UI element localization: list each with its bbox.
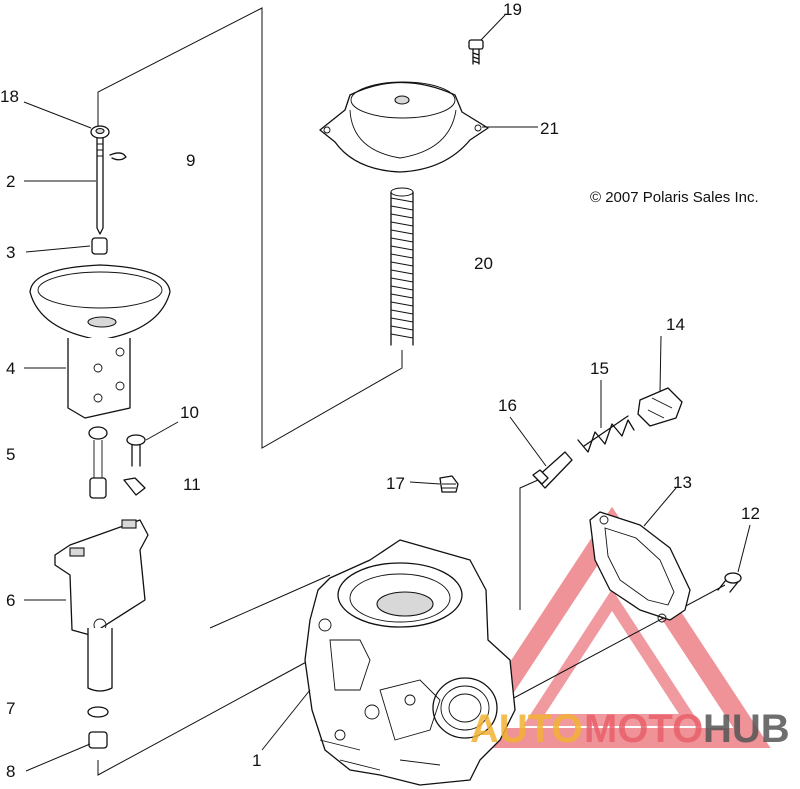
- part-17-plug: [439, 475, 459, 493]
- part-18-nut: [90, 125, 110, 139]
- part-1-carburetor-body: [304, 539, 516, 786]
- part-14-nut: [637, 387, 683, 427]
- label-part-5: 5: [6, 445, 15, 464]
- part-16-plunger: [532, 451, 573, 489]
- part-21-top-cover: [319, 81, 489, 173]
- part-19-screw: [468, 39, 484, 65]
- label-part-8: 8: [6, 762, 15, 781]
- part-4-diaphragm-slide: [29, 264, 171, 419]
- label-part-3: 3: [6, 243, 15, 262]
- part-7-jet-tube: [87, 628, 113, 692]
- part-8-jet: [87, 706, 109, 749]
- part-6-bracket: [54, 519, 149, 636]
- label-part-13: 13: [673, 473, 692, 492]
- part-2-needle: [96, 137, 104, 235]
- assembly-guide-lines: [97, 7, 726, 776]
- label-part-21: 21: [540, 119, 559, 138]
- label-part-6: 6: [6, 591, 15, 610]
- label-part-10: 10: [180, 403, 199, 422]
- label-part-1: 1: [252, 751, 261, 770]
- watermark-auto: AUTO: [470, 707, 583, 751]
- label-part-7: 7: [6, 699, 15, 718]
- watermark-hub: HUB: [703, 707, 790, 751]
- part-9-clip: [109, 152, 127, 161]
- label-part-17: 17: [386, 474, 405, 493]
- callout-labels: 18 2 9 3 4 5 10 11 6 7 8 1 19 21 20 14 1…: [0, 0, 760, 781]
- part-3-spacer: [91, 237, 108, 255]
- label-part-14: 14: [666, 315, 685, 334]
- part-10-screw: [126, 434, 146, 467]
- part-12-screw: [717, 572, 742, 593]
- label-part-18: 18: [0, 87, 19, 106]
- watermark-moto: MOTO: [584, 707, 703, 751]
- label-part-11: 11: [183, 475, 201, 494]
- label-part-12: 12: [741, 504, 760, 523]
- watermark-text: AUTO MOTO HUB: [470, 707, 790, 751]
- label-part-20: 20: [474, 254, 493, 273]
- label-part-2: 2: [6, 172, 15, 191]
- label-part-9: 9: [186, 151, 195, 170]
- part-11-clip: [123, 477, 146, 496]
- copyright-notice: © 2007 Polaris Sales Inc.: [590, 189, 759, 206]
- part-5-washer: [88, 426, 108, 499]
- callout-leaders: [23, 14, 751, 772]
- label-part-16: 16: [498, 396, 517, 415]
- part-15-spring: [577, 415, 635, 453]
- part-20-spring: [390, 187, 414, 346]
- part-13-gasket: [589, 511, 691, 623]
- watermark-logo-triangle: [453, 506, 771, 748]
- label-part-4: 4: [6, 359, 15, 378]
- label-part-15: 15: [590, 359, 609, 378]
- label-part-19: 19: [503, 0, 522, 19]
